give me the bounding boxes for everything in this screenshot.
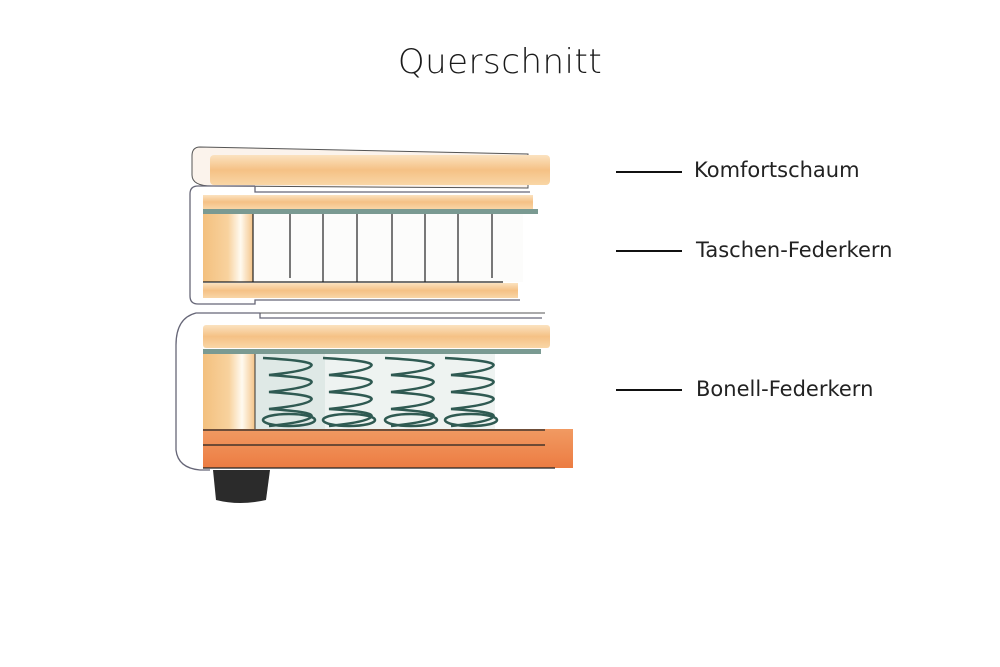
label-komfortschaum: Komfortschaum: [694, 158, 860, 182]
coil-spring-base: [261, 412, 317, 428]
diagram-title: Querschnitt: [397, 42, 603, 82]
leader-line-komfortschaum: [616, 171, 682, 173]
coil-spring: [444, 356, 495, 428]
bonell-federkern-boxspring: [175, 312, 573, 503]
coil-spring-base: [383, 412, 439, 428]
label-bonell-federkern: Bonell-Federkern: [696, 377, 874, 401]
leader-line-taschen-federkern: [616, 250, 682, 252]
label-taschen-federkern: Taschen-Federkern: [696, 238, 893, 262]
leader-line-bonell-federkern: [616, 389, 682, 391]
taschen-federkern-mattress: [189, 185, 538, 305]
coil-spring: [322, 356, 373, 428]
coil-spring: [262, 356, 313, 428]
coil-spring: [384, 356, 435, 428]
coil-spring-base: [321, 412, 377, 428]
pocket-spring-dividers: [203, 214, 503, 283]
bonell-springs: [261, 356, 499, 428]
coil-spring-base: [443, 412, 499, 428]
bed-foot: [213, 470, 270, 503]
komfortschaum-topper: [191, 146, 550, 189]
